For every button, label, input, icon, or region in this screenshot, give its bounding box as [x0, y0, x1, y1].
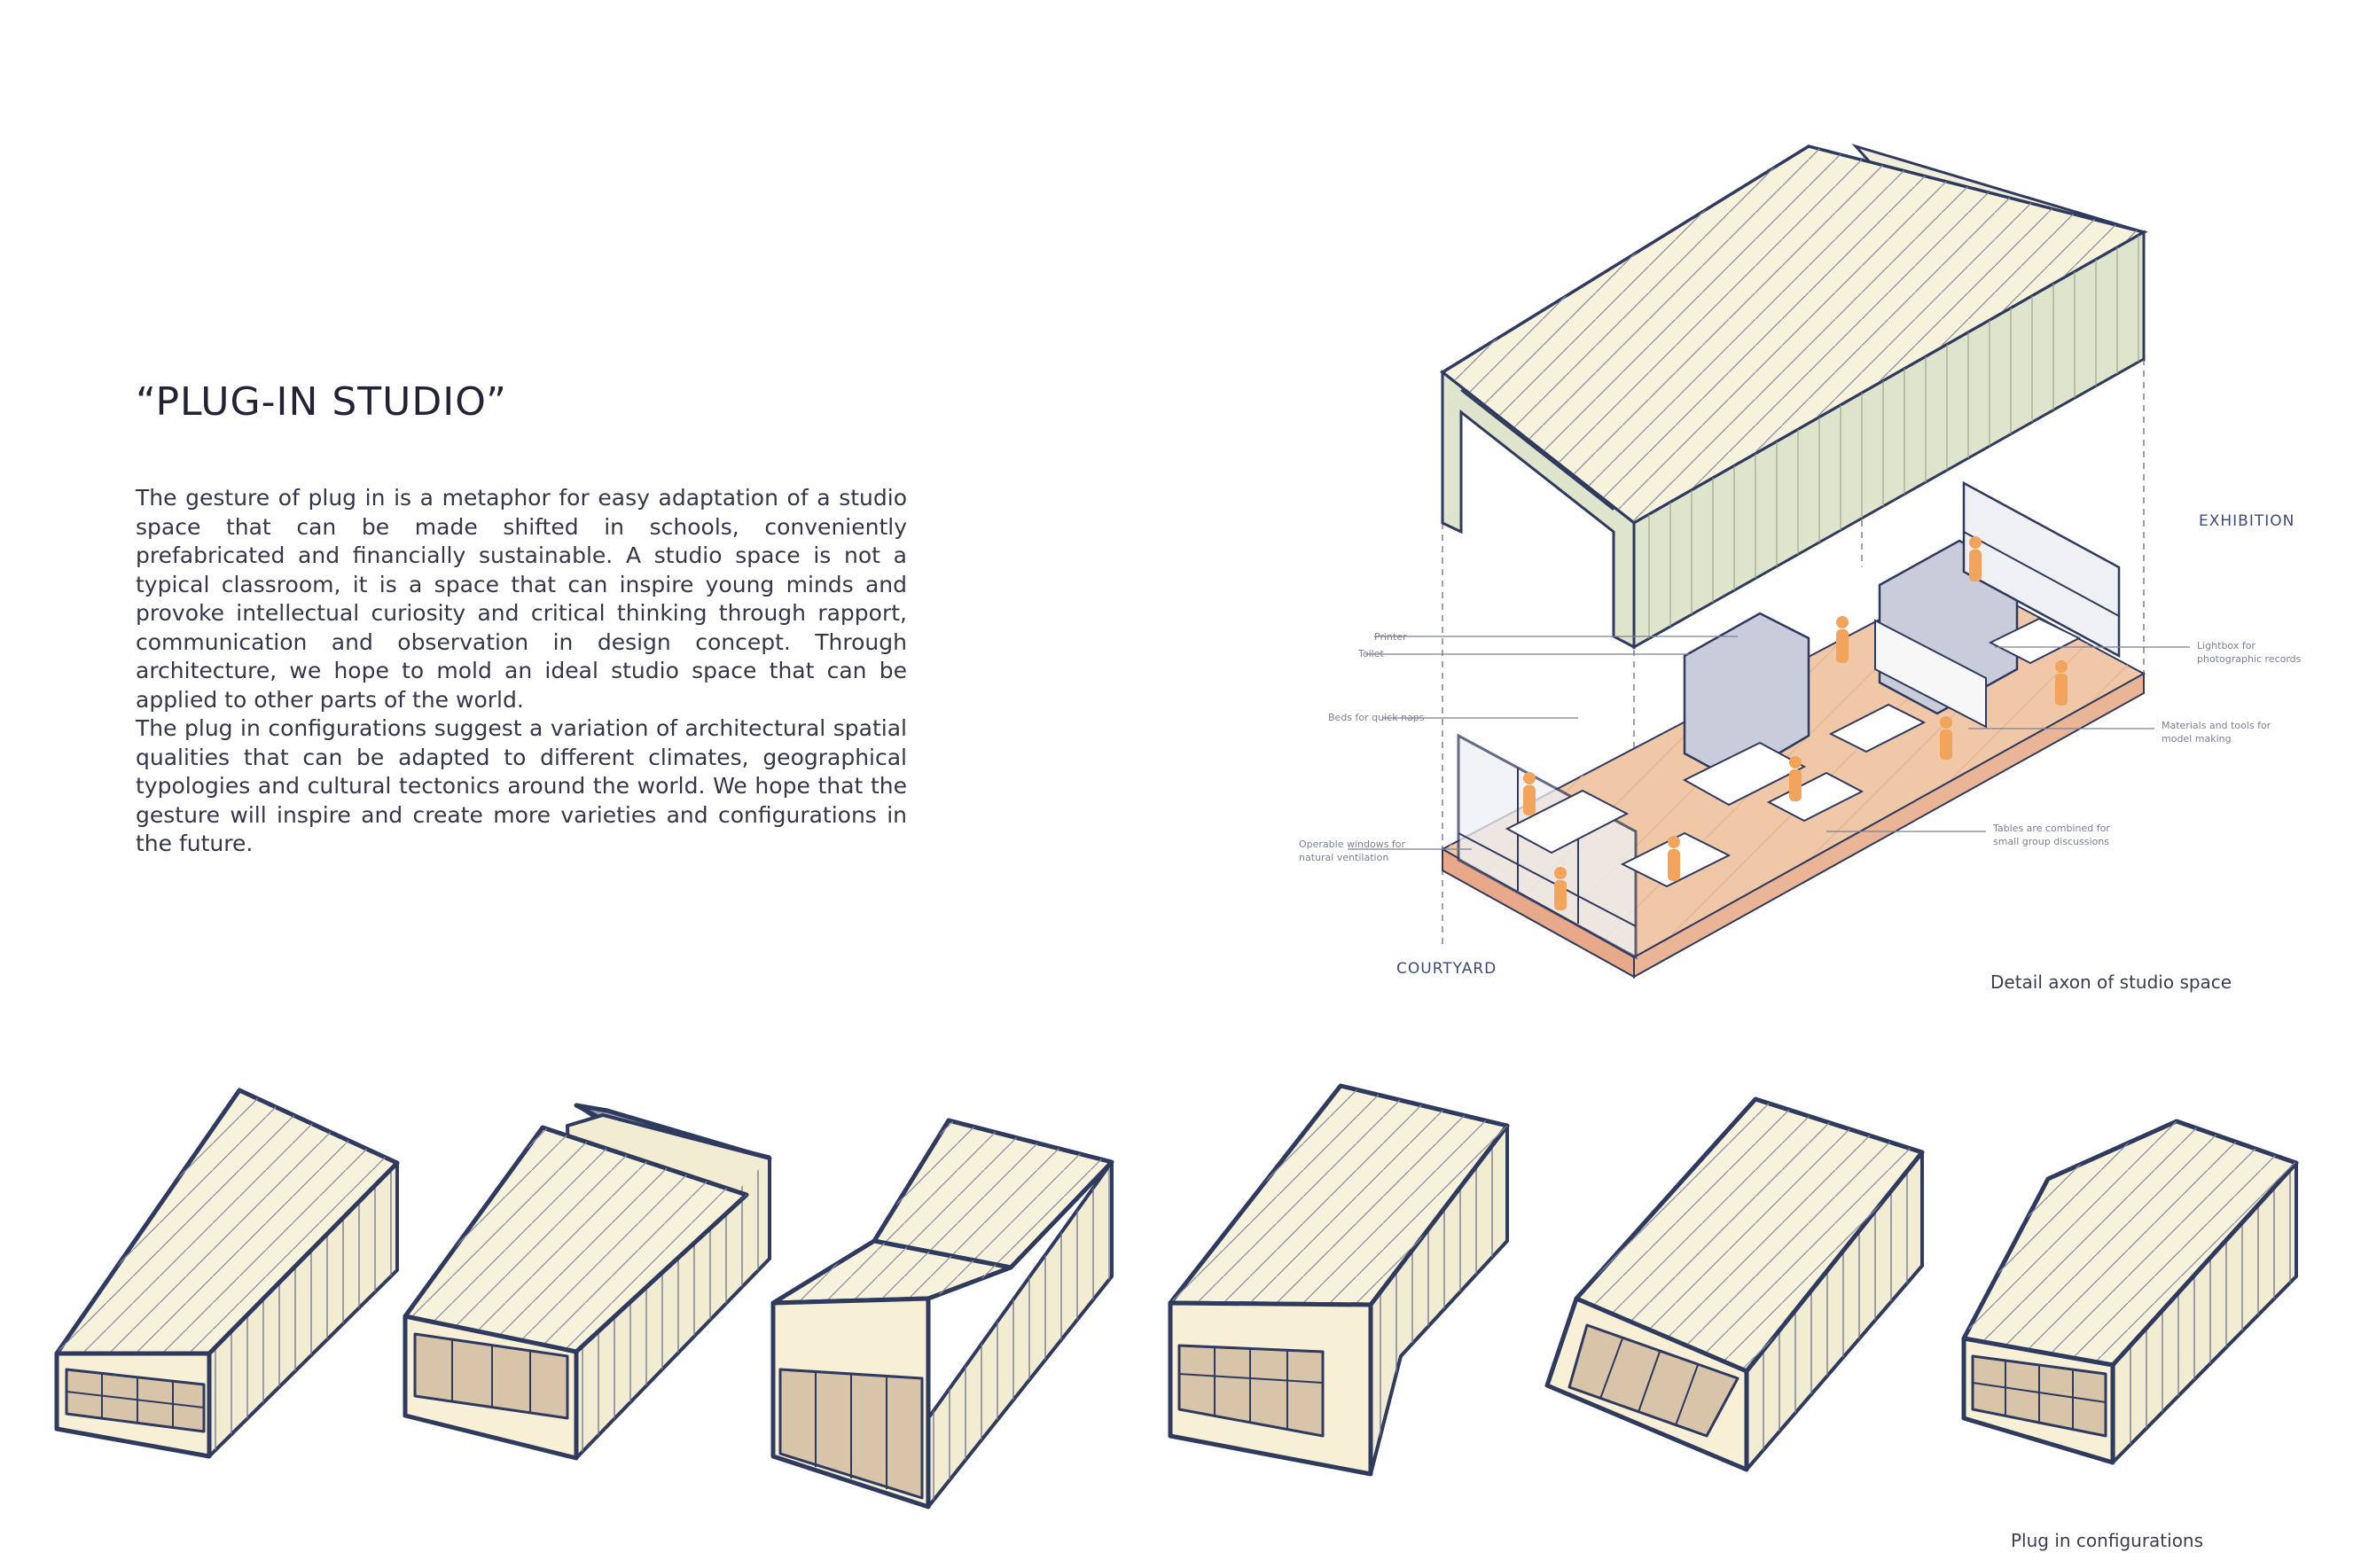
- annotation-windows-line-1: Operable windows for: [1299, 839, 1406, 850]
- annotation-lightbox-line-2: photographic records: [2197, 653, 2302, 665]
- label-exhibition: EXHIBITION: [2199, 512, 2295, 530]
- configurations-paragraph: The plug in configurations suggest a var…: [136, 715, 907, 856]
- annotation-windows-line-2: natural ventilation: [1299, 852, 1389, 863]
- configuration-5: [1544, 1096, 1925, 1472]
- axon-caption: Detail axon of studio space: [1990, 971, 2232, 993]
- studio-axon-diagram: [1348, 144, 2190, 979]
- intro-paragraph: The gesture of plug in is a metaphor for…: [136, 485, 907, 713]
- label-courtyard: COURTYARD: [1396, 960, 1497, 978]
- configuration-2: [403, 1103, 772, 1461]
- annotation-printer: Printer: [1374, 631, 1407, 643]
- plug-in-configurations: [54, 1083, 2299, 1509]
- annotation-materials-line-2: model making: [2162, 733, 2232, 745]
- annotation-toilet: Toilet: [1358, 648, 1384, 659]
- annotation-tables-line-2: small group discussions: [1993, 836, 2109, 847]
- configuration-4: [1168, 1083, 1510, 1477]
- people-figures: [1523, 536, 2068, 910]
- configuration-6: [1961, 1119, 2299, 1465]
- page-title: “PLUG-IN STUDIO”: [136, 379, 507, 425]
- annotation-beds: Beds for quick naps: [1328, 712, 1425, 723]
- annotation-materials-line-1: Materials and tools for: [2162, 720, 2271, 731]
- leader-lines: [1348, 636, 2190, 850]
- configurations-caption: Plug in configurations: [2011, 1530, 2204, 1551]
- configuration-1: [54, 1088, 400, 1459]
- configuration-3: [770, 1118, 1114, 1509]
- annotation-lightbox-line-1: Lightbox for: [2197, 640, 2255, 651]
- roof-shell: [1439, 144, 2148, 650]
- annotation-tables-line-1: Tables are combined for: [1993, 823, 2110, 834]
